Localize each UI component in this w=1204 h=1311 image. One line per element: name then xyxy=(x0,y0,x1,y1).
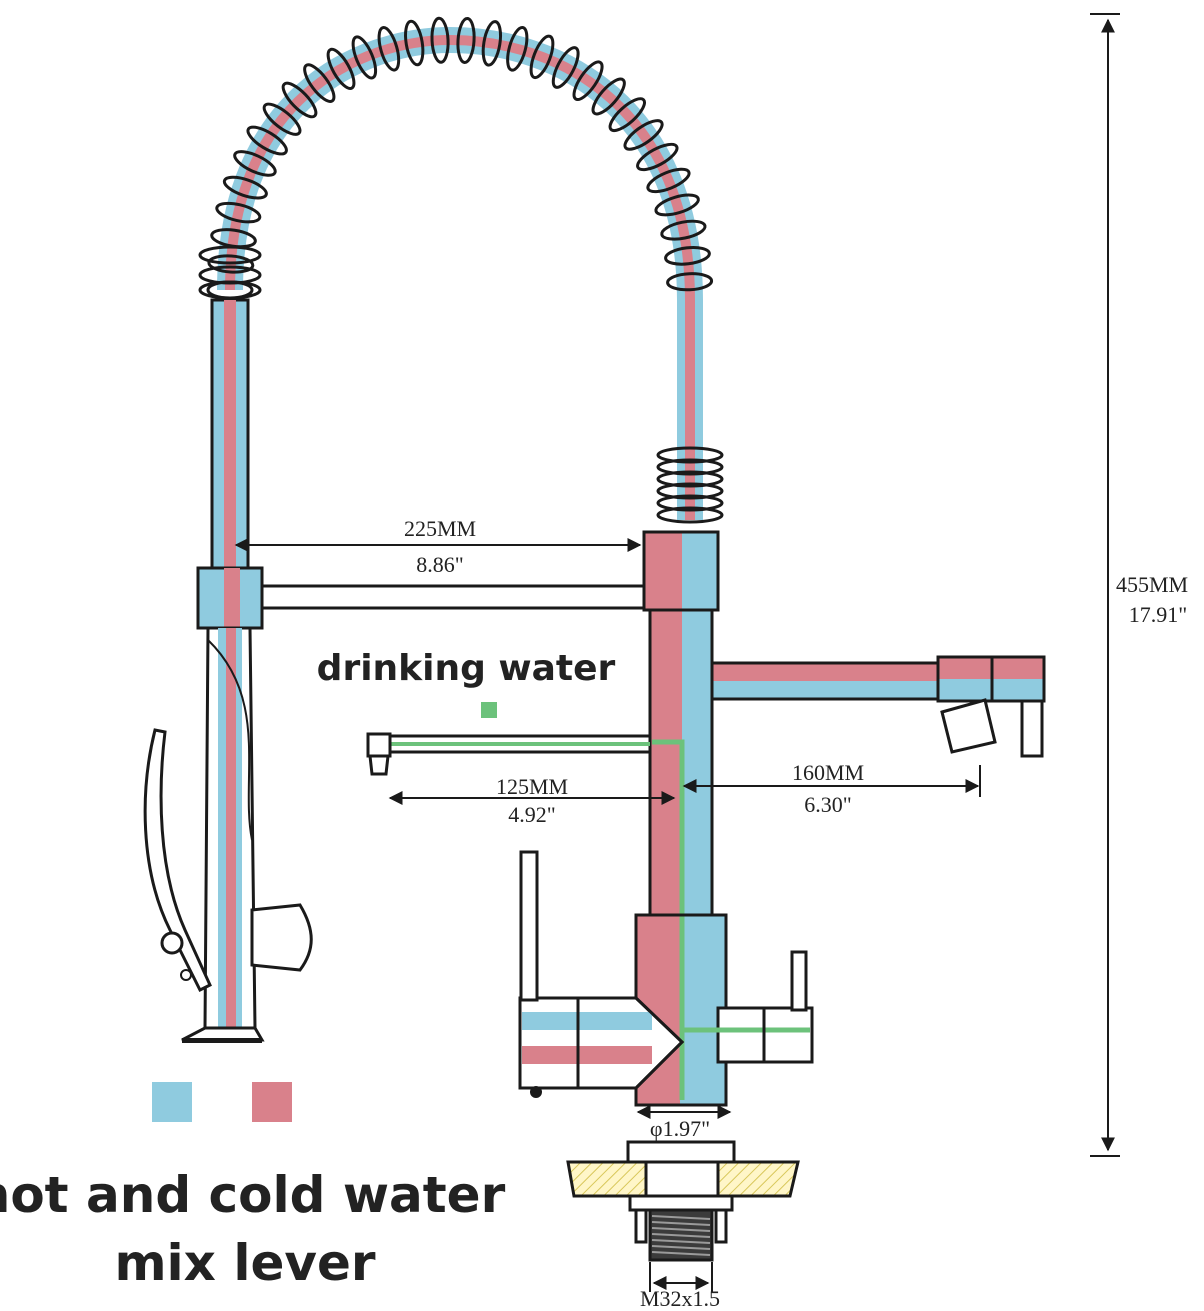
spring-coil xyxy=(656,506,724,524)
spring-coil xyxy=(233,150,277,177)
spring-coil xyxy=(303,63,336,103)
thread-line xyxy=(651,1233,711,1238)
spring-coil xyxy=(481,20,503,67)
hot-water-swatch xyxy=(252,1082,292,1122)
spring-coil xyxy=(551,46,580,89)
spring-coil xyxy=(666,272,714,292)
drinking-spout xyxy=(366,702,652,776)
thread-line xyxy=(651,1227,711,1232)
thread-line xyxy=(651,1221,711,1226)
spring-coil xyxy=(281,81,318,119)
spring-coil xyxy=(623,119,664,151)
spring-coil xyxy=(222,175,268,200)
thread-line xyxy=(651,1251,711,1256)
spring-coil xyxy=(656,458,724,476)
pull-down-pipe xyxy=(143,298,313,1043)
connector-arm xyxy=(260,584,646,610)
spring-hose xyxy=(198,16,724,524)
spring-coil xyxy=(326,47,356,90)
drinking-water-label: drinking water xyxy=(317,648,616,689)
spring-coil xyxy=(572,60,604,101)
spring-coil xyxy=(404,19,425,67)
side-spout-in: 6.30" xyxy=(804,792,851,817)
spring-coil xyxy=(654,193,700,217)
spring-coil xyxy=(660,219,707,241)
spring-coil xyxy=(456,17,476,64)
spring-coil xyxy=(646,167,691,194)
valve-body xyxy=(518,850,814,1164)
height-mm: 455MM xyxy=(1116,572,1188,597)
countertop xyxy=(566,1160,800,1262)
spring-coil xyxy=(246,125,288,156)
spring-coil xyxy=(656,482,724,500)
drink-spout-mm: 125MM xyxy=(496,774,568,799)
spout-reach-in: 8.86" xyxy=(416,552,463,577)
thread-line xyxy=(651,1245,711,1250)
dimension-lines xyxy=(234,13,1120,1292)
cold-water-swatch xyxy=(152,1082,192,1122)
spring-coil xyxy=(656,446,724,464)
spout-reach-mm: 225MM xyxy=(404,516,476,541)
spring-coil xyxy=(215,201,262,224)
spring-coil xyxy=(529,34,555,80)
spring-coil xyxy=(262,102,302,136)
spring-coil xyxy=(377,26,401,72)
spring-coil xyxy=(656,470,724,488)
drink-spout-in: 4.92" xyxy=(508,802,555,827)
spring-coil xyxy=(198,245,262,265)
spring-coil xyxy=(636,142,679,172)
spring-coil xyxy=(207,254,255,274)
drinking-water-marker xyxy=(481,702,497,718)
height-in: 17.91" xyxy=(1129,602,1187,627)
side-spout-mm: 160MM xyxy=(792,760,864,785)
spring-coil xyxy=(198,280,262,300)
side-spout xyxy=(710,655,1046,758)
mix-lever-label-line2: mix lever xyxy=(114,1234,375,1292)
thread-size: M32x1.5 xyxy=(640,1286,720,1311)
spring-coil xyxy=(664,245,711,266)
spring-coil xyxy=(591,77,626,116)
thread-line xyxy=(651,1215,711,1220)
mix-lever-label-line1: hot and cold water xyxy=(0,1166,506,1224)
spring-coil xyxy=(506,25,529,72)
base-diameter: φ1.97" xyxy=(650,1116,710,1141)
spring-coil xyxy=(351,35,378,80)
spring-coil xyxy=(656,494,724,512)
thread-line xyxy=(651,1239,711,1244)
main-body xyxy=(642,530,720,1098)
spring-coil xyxy=(608,97,646,133)
spring-coil xyxy=(430,16,450,64)
